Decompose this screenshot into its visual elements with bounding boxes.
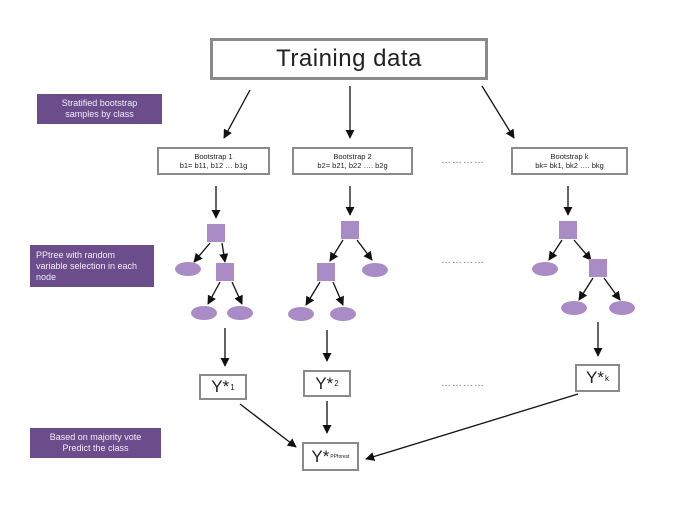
bootstrap-box-1: Bootstrap 1 b1= b11, b12 … b1g xyxy=(157,147,270,175)
pptree-label-line-1: PPtree with random xyxy=(36,249,116,260)
training-data-title: Training data xyxy=(276,45,422,72)
output-k-sub: k xyxy=(604,373,609,383)
bootstrap-k-name: Bootstrap k xyxy=(550,152,589,161)
arrow-title-to-bootstrap-k xyxy=(481,85,515,139)
final-output-box: Y*PPforest xyxy=(302,442,359,471)
treek-arrow-inner-right xyxy=(603,277,621,301)
treek-arrow-root-left xyxy=(548,239,563,261)
tree2-inner-node xyxy=(317,263,335,281)
bootstrap-1-name: Bootstrap 1 xyxy=(194,152,233,161)
bootstrap-label: Stratified bootstrap samples by class xyxy=(37,94,162,124)
final-output-sub: PPforest xyxy=(330,453,350,460)
tree1-arrow-root-left xyxy=(193,242,211,263)
pptree-label-line-2: variable selection in each xyxy=(36,260,138,271)
tree1-root-node xyxy=(207,224,225,242)
tree1-leaf-3 xyxy=(227,306,253,320)
treek-leaf-3 xyxy=(609,301,635,315)
tree1-arrow-inner-right xyxy=(231,281,243,305)
output-2-base: Y* xyxy=(315,373,334,393)
treek-arrow-root-right xyxy=(573,239,592,261)
training-data-box: Training data xyxy=(210,38,488,80)
tree1-leaf-2 xyxy=(191,306,217,320)
tree2-arrow-root-right xyxy=(356,239,373,261)
bootstrap-1-formula: b1= b11, b12 … b1g xyxy=(179,161,248,170)
output-box-k: Y*k xyxy=(575,364,620,392)
pptree-label: PPtree with random variable selection in… xyxy=(30,245,154,287)
pptree-label-line-3: node xyxy=(36,271,57,282)
majority-vote-label-line-1: Based on majority vote xyxy=(49,432,142,442)
arrow-output-1-to-final xyxy=(239,403,297,448)
output-1-base: Y* xyxy=(211,377,230,396)
output-1-sub: 1 xyxy=(230,382,235,392)
output-box-1: Y*1 xyxy=(199,374,247,400)
tree1-arrow-inner-left xyxy=(207,281,221,305)
majority-vote-label: Based on majority vote Predict the class xyxy=(30,428,161,458)
tree1-arrow-root-right xyxy=(219,242,229,263)
ellipsis-output: ………… xyxy=(441,378,485,389)
output-k-base: Y* xyxy=(586,368,604,387)
treek-inner-node xyxy=(589,259,607,277)
arrow-title-to-bootstrap-1 xyxy=(223,89,251,139)
output-2-sub: 2 xyxy=(334,379,339,388)
tree2-leaf-1 xyxy=(362,263,388,277)
bootstrap-k-formula: bk= bk1, bk2 …. bkg xyxy=(535,161,604,170)
tree2-arrow-inner-right xyxy=(332,281,344,306)
tree1-inner-node xyxy=(216,263,234,281)
treek-leaf-1 xyxy=(532,262,558,276)
bootstrap-box-k: Bootstrap k bk= bk1, bk2 …. bkg xyxy=(511,147,628,175)
ellipsis-tree: ………… xyxy=(441,255,485,266)
tree2-arrow-inner-left xyxy=(305,281,321,306)
arrow-output-k-to-final xyxy=(365,393,579,461)
tree2-leaf-3 xyxy=(330,307,356,321)
treek-arrow-inner-left xyxy=(578,277,594,301)
tree2-leaf-2 xyxy=(288,307,314,321)
bootstrap-label-line-1: Stratified bootstrap xyxy=(61,98,138,108)
tree1-leaf-1 xyxy=(175,262,201,276)
output-box-2: Y*2 xyxy=(303,370,351,397)
tree2-root-node xyxy=(341,221,359,239)
bootstrap-2-name: Bootstrap 2 xyxy=(333,152,372,161)
bootstrap-label-line-2: samples by class xyxy=(65,109,134,119)
bootstrap-2-formula: b2= b21, b22 …. b2g xyxy=(317,161,388,170)
ellipsis-bootstrap: ………… xyxy=(441,155,485,166)
tree2-arrow-root-left xyxy=(329,239,344,262)
treek-leaf-2 xyxy=(561,301,587,315)
treek-root-node xyxy=(559,221,577,239)
final-output-base: Y* xyxy=(311,446,330,466)
bootstrap-box-2: Bootstrap 2 b2= b21, b22 …. b2g xyxy=(292,147,413,175)
majority-vote-label-line-2: Predict the class xyxy=(62,443,129,453)
